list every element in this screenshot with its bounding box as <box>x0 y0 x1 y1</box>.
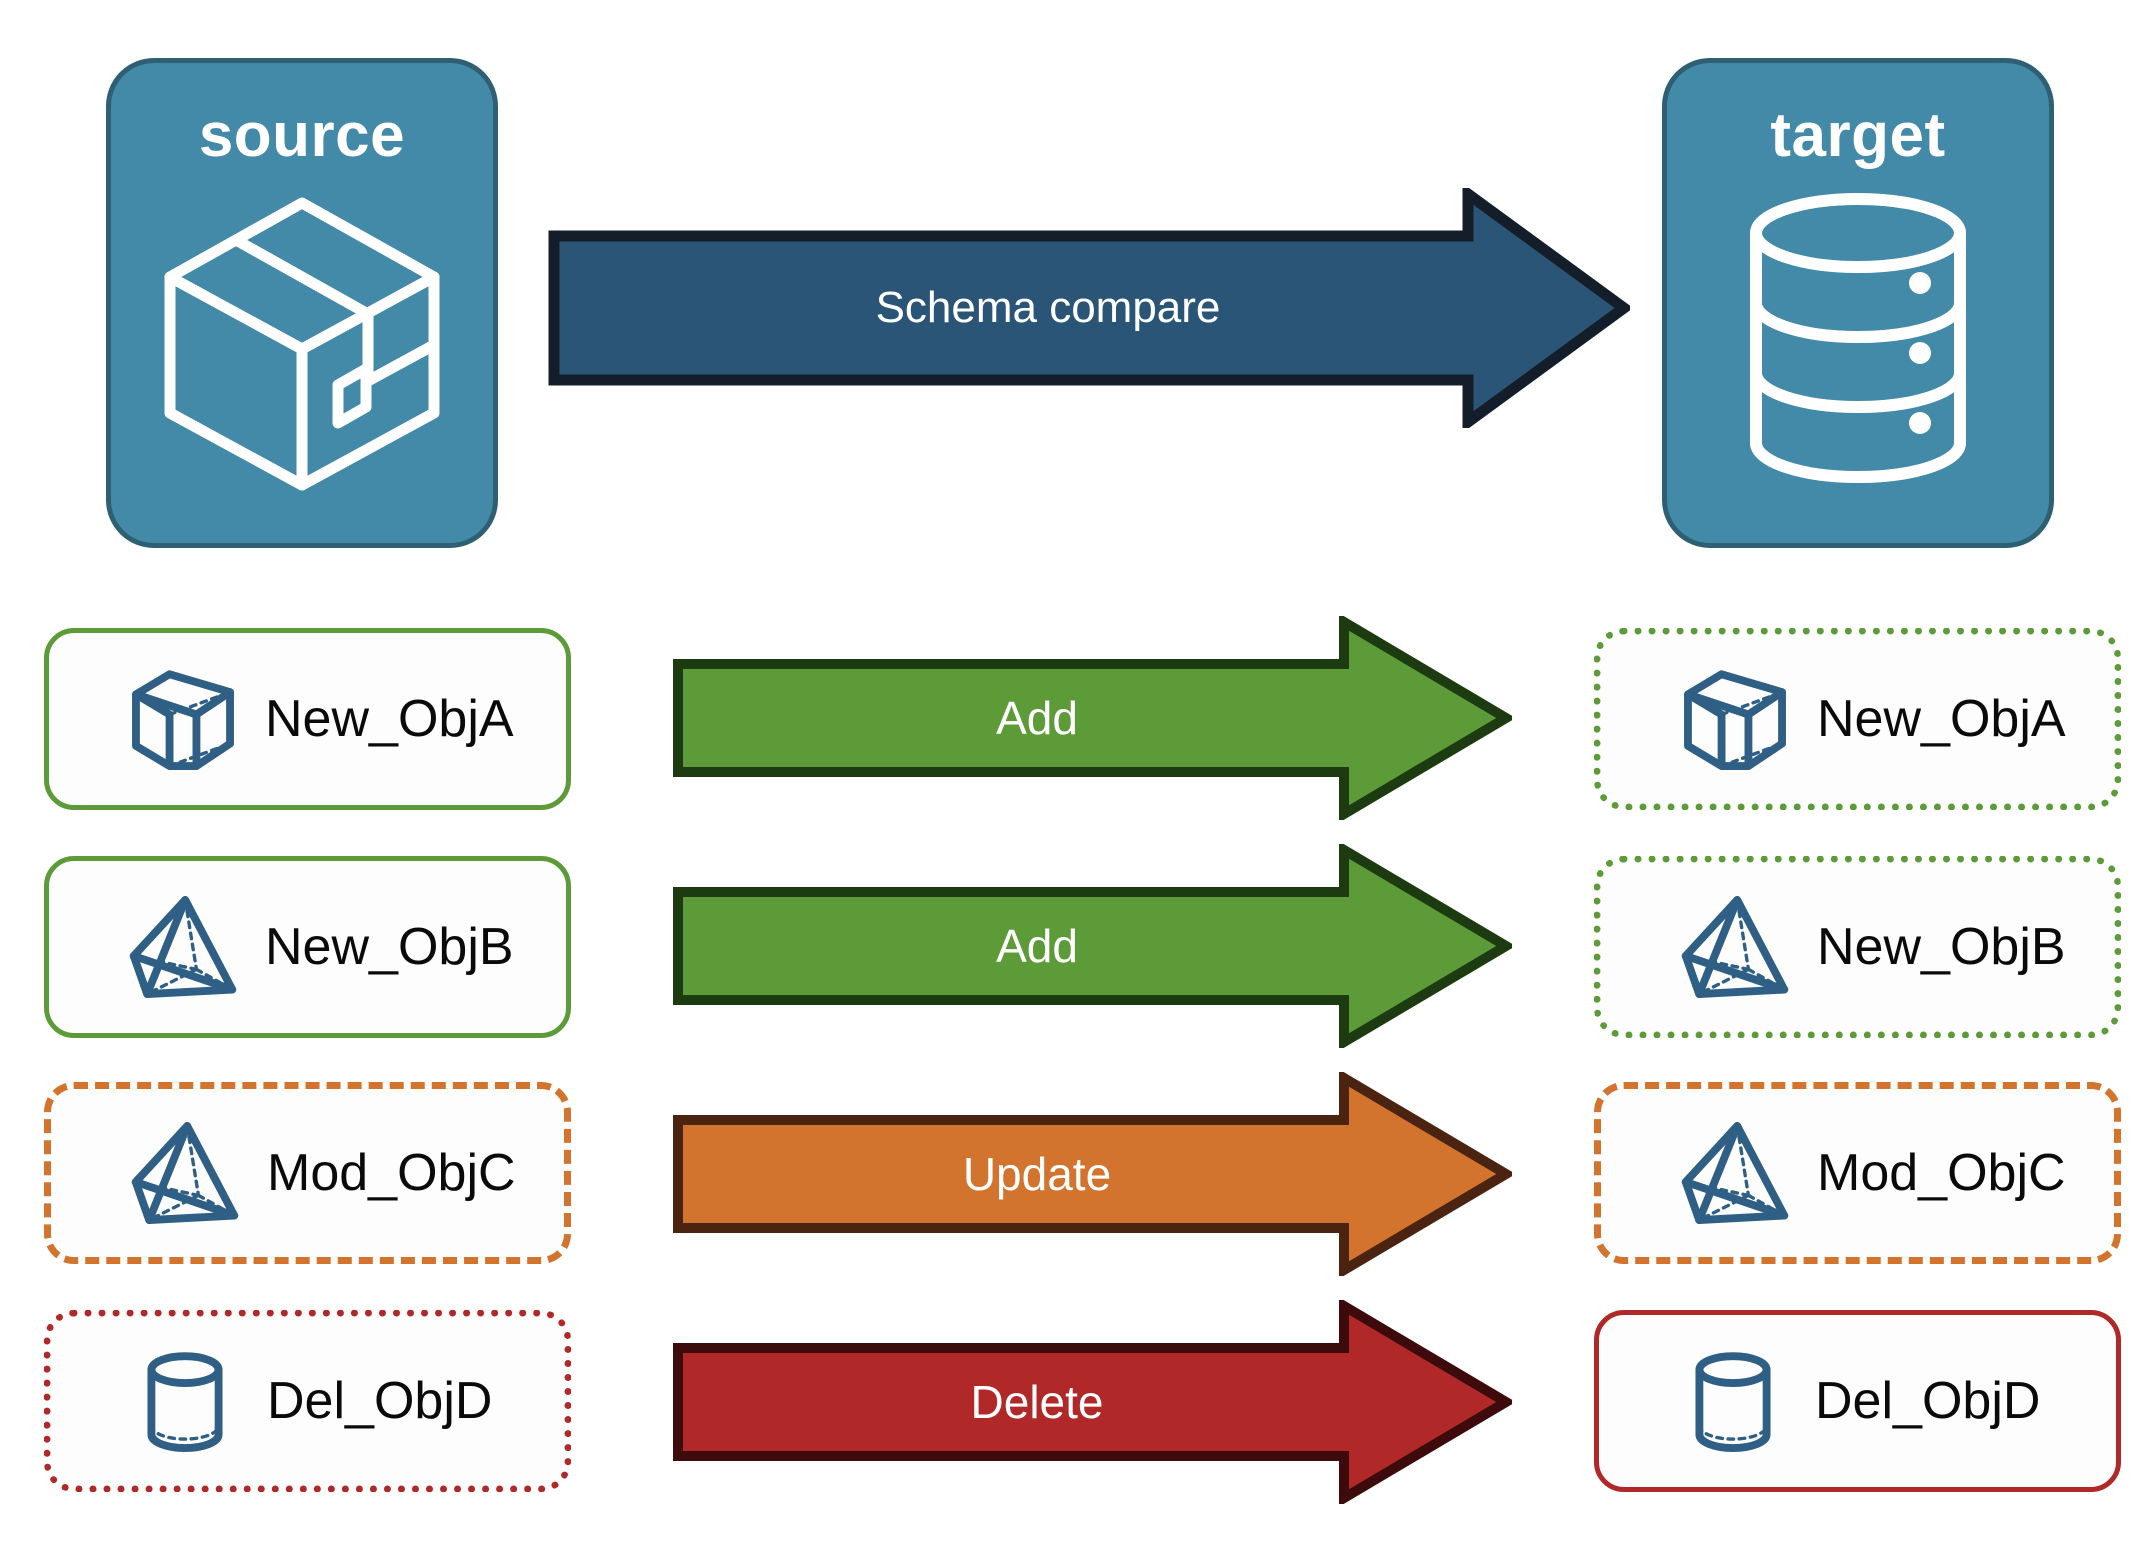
target-object-label: Mod_ObjC <box>1817 1144 2066 1202</box>
wireframe-cube-icon <box>1684 670 1786 770</box>
target-object-box-new-objb[interactable]: New_ObjB <box>1594 856 2121 1038</box>
source-object-box-del-objd[interactable]: Del_ObjD <box>44 1310 571 1492</box>
wireframe-pyramid-icon <box>129 896 237 998</box>
target-object-box-del-objd[interactable]: Del_ObjD <box>1594 1310 2121 1492</box>
package-box-icon <box>164 197 440 491</box>
source-object-label: New_ObjB <box>265 918 514 976</box>
delete-action-arrow <box>673 1300 1512 1504</box>
wireframe-pyramid-icon <box>1681 1122 1789 1224</box>
database-cylinder-icon <box>1750 193 1966 483</box>
add-action-arrow-2 <box>673 844 1512 1048</box>
wireframe-pyramid-icon <box>131 1122 239 1224</box>
target-object-label: New_ObjA <box>1817 690 2066 748</box>
source-panel: source <box>106 58 498 548</box>
target-object-label: Del_ObjD <box>1815 1372 2041 1430</box>
source-object-box-mod-objc[interactable]: Mod_ObjC <box>44 1082 571 1264</box>
wireframe-cylinder-icon <box>147 1352 223 1452</box>
source-object-label: New_ObjA <box>265 690 514 748</box>
wireframe-cylinder-icon <box>1695 1352 1771 1452</box>
add-action-arrow-1 <box>673 616 1512 820</box>
schema-compare-arrow <box>548 188 1630 428</box>
source-object-label: Mod_ObjC <box>267 1144 516 1202</box>
target-panel-title: target <box>1770 101 1946 170</box>
target-object-label: New_ObjB <box>1817 918 2066 976</box>
source-panel-title: source <box>198 101 406 170</box>
source-object-label: Del_ObjD <box>267 1372 493 1430</box>
wireframe-pyramid-icon <box>1681 896 1789 998</box>
update-action-arrow <box>673 1072 1512 1276</box>
target-object-box-mod-objc[interactable]: Mod_ObjC <box>1594 1082 2121 1264</box>
target-object-box-new-obja[interactable]: New_ObjA <box>1594 628 2121 810</box>
target-panel: target <box>1662 58 2054 548</box>
wireframe-cube-icon <box>132 670 234 770</box>
source-object-box-new-objb[interactable]: New_ObjB <box>44 856 571 1038</box>
source-object-box-new-obja[interactable]: New_ObjA <box>44 628 571 810</box>
